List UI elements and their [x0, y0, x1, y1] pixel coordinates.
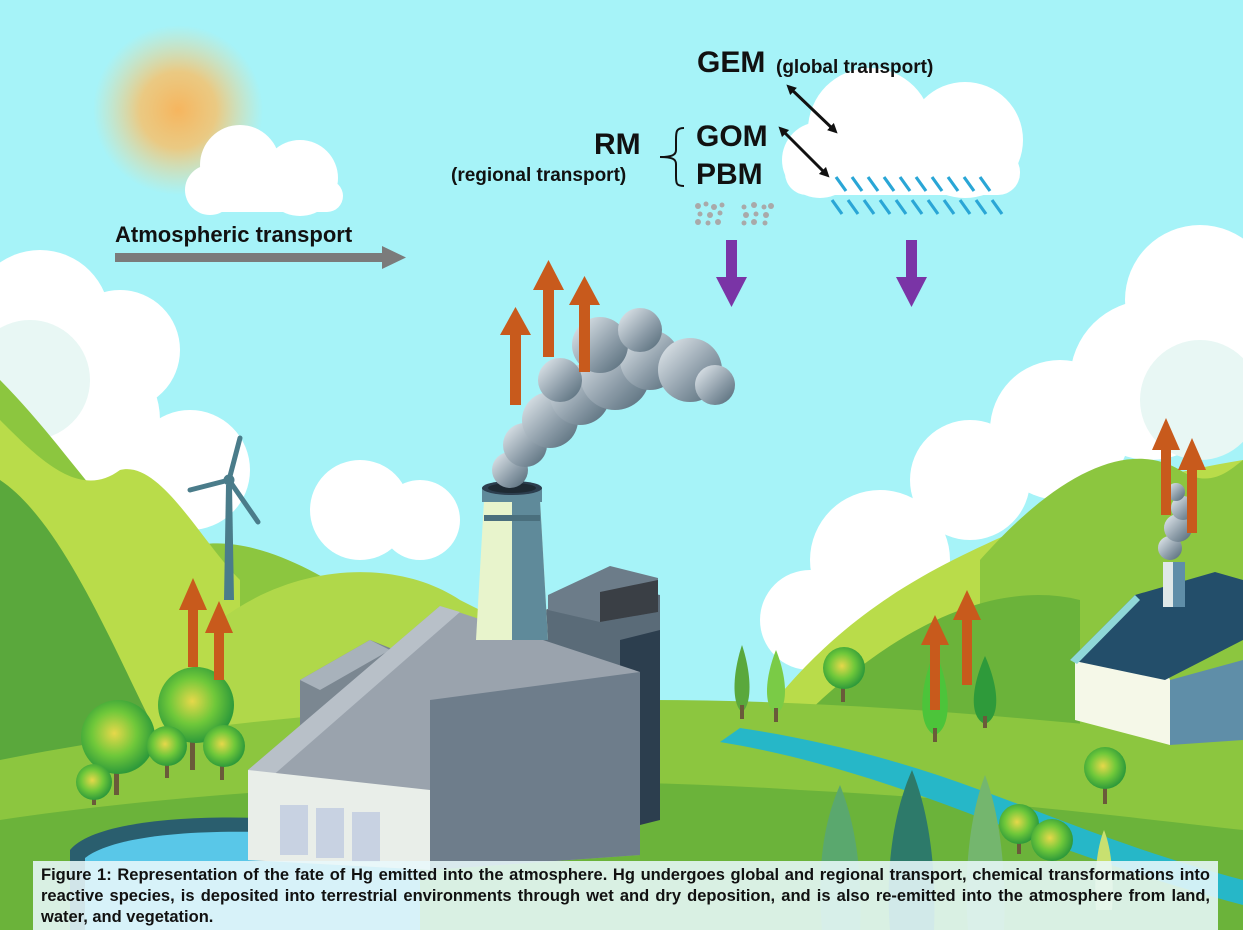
emission-arrow-chimney-2: [533, 260, 564, 357]
gom-label: GOM: [696, 120, 768, 153]
rm-brace: [659, 127, 685, 187]
gem-note: (global transport): [776, 57, 934, 78]
rm-note: (regional transport): [451, 165, 627, 186]
rain-streaks: [830, 176, 1004, 215]
factory-smoke: [492, 308, 735, 488]
wet-deposition-arrow: [896, 240, 927, 307]
atmospheric-transport-label: Atmospheric transport: [115, 222, 353, 247]
factory: [248, 566, 660, 870]
emission-arrow-trees-right-1: [921, 615, 949, 710]
trees-right: [734, 645, 1126, 930]
rain-cloud: [782, 68, 1023, 198]
gem-label: GEM: [697, 46, 766, 79]
figure-caption: Figure 1: Representation of the fate of …: [33, 861, 1218, 930]
atmospheric-transport-arrow: [115, 246, 406, 269]
wind-turbine: [187, 435, 261, 600]
deposition-arrows: [716, 240, 927, 307]
gom-rain-arrow: [778, 126, 830, 178]
gem-cloud-arrow: [786, 84, 838, 134]
emission-arrows: [179, 260, 1206, 710]
chimney: [476, 481, 548, 640]
dry-deposition-arrow: [716, 240, 747, 307]
emission-arrow-chimney-1: [500, 307, 531, 405]
emission-arrow-trees-right-2: [953, 590, 981, 685]
pbm-label: PBM: [696, 158, 763, 191]
emission-arrow-house-1: [1152, 418, 1180, 515]
emission-arrow-trees-left-2: [205, 601, 233, 680]
emission-arrow-chimney-3: [569, 276, 600, 372]
particle-dots: [695, 201, 774, 226]
cloud-small: [185, 125, 343, 216]
rm-label: RM: [594, 128, 641, 161]
emission-arrow-house-2: [1178, 438, 1206, 533]
trees-left: [76, 667, 245, 805]
house: [1070, 562, 1243, 745]
emission-arrow-trees-left-1: [179, 578, 207, 667]
